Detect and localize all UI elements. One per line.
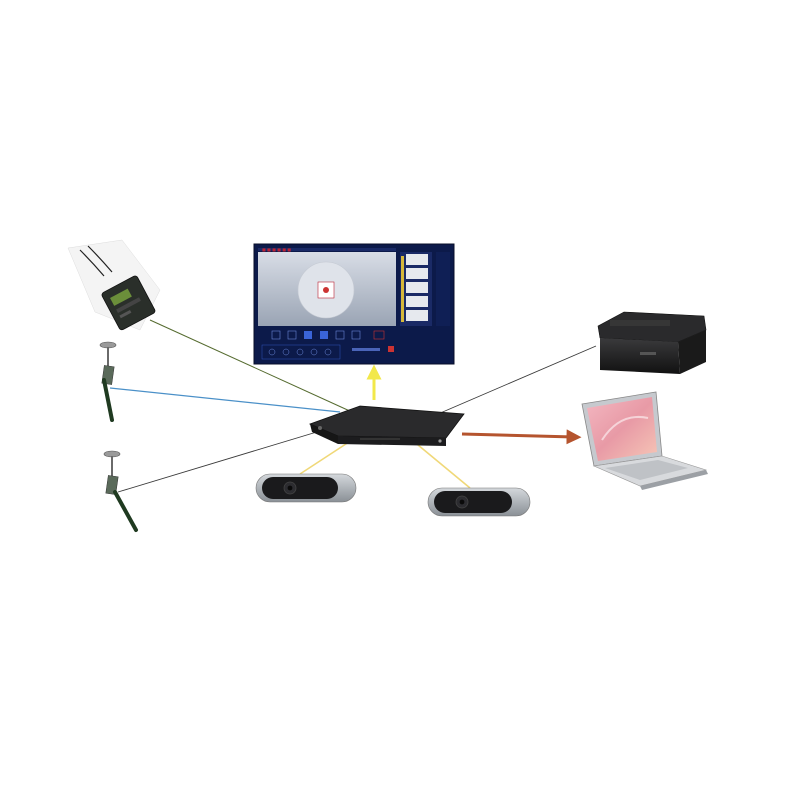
- monitor-toolbar: [258, 328, 450, 360]
- camera-2-icon: [427, 487, 531, 517]
- connection-antenna-2-to-processor: [117, 427, 331, 493]
- connection-camera-2-to-processor: [411, 439, 471, 489]
- amplifier-box-icon: [597, 311, 707, 374]
- connection-transmitter-to-processor: [149, 319, 353, 413]
- monitor-side-panel: [400, 252, 450, 326]
- connection-processor-to-laptop: [461, 429, 582, 445]
- svg-text:■ ■ ■ ■ ■ ■: ■ ■ ■ ■ ■ ■: [262, 247, 291, 252]
- connection-camera-1-to-processor: [299, 439, 353, 475]
- camera-1-icon: [255, 473, 357, 503]
- laptop-icon: [581, 391, 708, 490]
- central-processor-icon: [308, 405, 465, 446]
- antenna-1-icon: [99, 341, 117, 422]
- connection-processor-to-amplifier: [437, 345, 597, 415]
- antenna-2-icon: [103, 450, 138, 532]
- connection-antenna-1-to-processor: [109, 387, 341, 413]
- control-monitor-icon: ■ ■ ■ ■ ■ ■: [253, 243, 455, 365]
- connections: [109, 319, 597, 493]
- bodypack-transmitter-icon: [67, 239, 161, 331]
